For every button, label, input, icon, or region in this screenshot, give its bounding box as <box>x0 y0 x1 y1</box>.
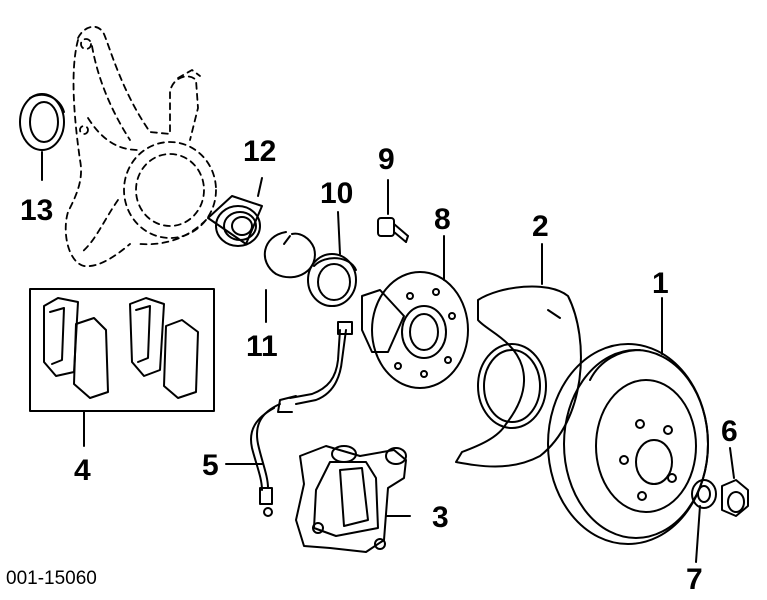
callout-5: 5 <box>202 449 219 482</box>
callout-1: 1 <box>652 267 669 300</box>
wheel-bearing-12 <box>207 195 263 247</box>
seal-13 <box>19 93 65 151</box>
leader-lines <box>41 151 735 563</box>
nut-6 <box>721 479 749 517</box>
callout-10: 10 <box>320 177 354 210</box>
callout-13: 13 <box>20 194 54 227</box>
callout-8: 8 <box>434 203 451 236</box>
hub-bolt-9 <box>377 217 409 243</box>
brake-caliper-3 <box>295 445 407 553</box>
diagram-id-label: 001-15060 <box>6 568 97 589</box>
callout-2: 2 <box>532 210 549 243</box>
callout-9: 9 <box>378 143 395 176</box>
callout-6: 6 <box>721 415 738 448</box>
callout-7: 7 <box>686 563 703 596</box>
washer-7 <box>691 479 717 509</box>
ring-10 <box>307 253 357 307</box>
callout-4: 4 <box>74 454 91 487</box>
wheel-hub-8 <box>361 271 469 389</box>
callout-3: 3 <box>432 501 449 534</box>
steering-knuckle-outline <box>64 25 217 267</box>
brake-pads-4 <box>29 288 215 412</box>
callout-11: 11 <box>246 330 278 363</box>
brake-rotor-1 <box>547 343 709 545</box>
brake-hose-5 <box>250 321 353 517</box>
callout-12: 12 <box>243 135 277 168</box>
dust-shield-2 <box>455 285 582 468</box>
snap-ring-11 <box>263 231 316 279</box>
